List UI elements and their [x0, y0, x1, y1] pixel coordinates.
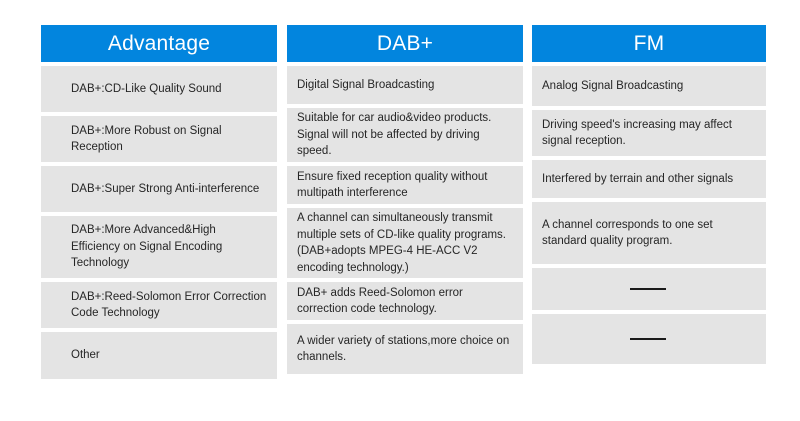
table-cell: A channel corresponds to one set standar… [532, 202, 766, 264]
cell-text: Ensure fixed reception quality without m… [297, 170, 488, 200]
cell-text: Interfered by terrain and other signals [542, 172, 734, 185]
column-header-dab-plus: DAB+ [287, 25, 523, 62]
table-cell: DAB+:Super Strong Anti-interference [41, 166, 277, 212]
cell-text: Suitable for car audio&video products. S… [297, 112, 492, 158]
table-cell: Digital Signal Broadcasting [287, 66, 523, 104]
cell-text: DAB+ adds Reed-Solomon error correction … [297, 286, 463, 316]
table-cell: Other [41, 332, 277, 379]
table-cell: DAB+ adds Reed-Solomon error correction … [287, 282, 523, 320]
cell-text: DAB+:More Robust on Signal Reception [71, 124, 222, 154]
column-header-fm: FM [532, 25, 766, 62]
table-cell: DAB+:More Advanced&High Efficiency on Si… [41, 216, 277, 278]
table-cell: DAB+:Reed-Solomon Error Correction Code … [41, 282, 277, 328]
cell-text: DAB+:Reed-Solomon Error Correction Code … [71, 290, 267, 320]
cell-text: Analog Signal Broadcasting [542, 79, 684, 92]
cell-text: A channel can simultaneously transmit mu… [297, 212, 506, 274]
cell-text: DAB+:Super Strong Anti-interference [71, 182, 260, 195]
cell-text: DAB+:CD-Like Quality Sound [71, 82, 222, 95]
cell-text: Other [71, 349, 100, 362]
cell-text: A channel corresponds to one set standar… [542, 218, 713, 248]
cell-text: DAB+:More Advanced&High Efficiency on Si… [71, 224, 223, 270]
table-cell: A channel can simultaneously transmit mu… [287, 208, 523, 278]
cell-text: Driving speed's increasing may affect si… [542, 118, 732, 148]
column-dab-plus-cells: Digital Signal Broadcasting Suitable for… [287, 66, 523, 374]
table-cell: Ensure fixed reception quality without m… [287, 166, 523, 204]
table-cell: Driving speed's increasing may affect si… [532, 110, 766, 156]
table-cell: DAB+:More Robust on Signal Reception [41, 116, 277, 162]
table-cell-empty [532, 268, 766, 310]
table-cell: DAB+:CD-Like Quality Sound [41, 66, 277, 112]
em-dash-icon [630, 288, 666, 290]
column-fm: FM Analog Signal Broadcasting Driving sp… [532, 25, 766, 368]
column-dab-plus: DAB+ Digital Signal Broadcasting Suitabl… [287, 25, 523, 378]
table-cell: Interfered by terrain and other signals [532, 160, 766, 198]
cell-text: A wider variety of stations,more choice … [297, 334, 510, 364]
table-cell-empty [532, 314, 766, 364]
table-cell: A wider variety of stations,more choice … [287, 324, 523, 374]
column-advantage: Advantage DAB+:CD-Like Quality Sound DAB… [41, 25, 277, 383]
column-header-advantage: Advantage [41, 25, 277, 62]
column-advantage-cells: DAB+:CD-Like Quality Sound DAB+:More Rob… [41, 66, 277, 379]
table-cell: Suitable for car audio&video products. S… [287, 108, 523, 162]
column-fm-cells: Analog Signal Broadcasting Driving speed… [532, 66, 766, 364]
table-cell: Analog Signal Broadcasting [532, 66, 766, 106]
em-dash-icon [630, 338, 666, 340]
cell-text: Digital Signal Broadcasting [297, 78, 435, 91]
